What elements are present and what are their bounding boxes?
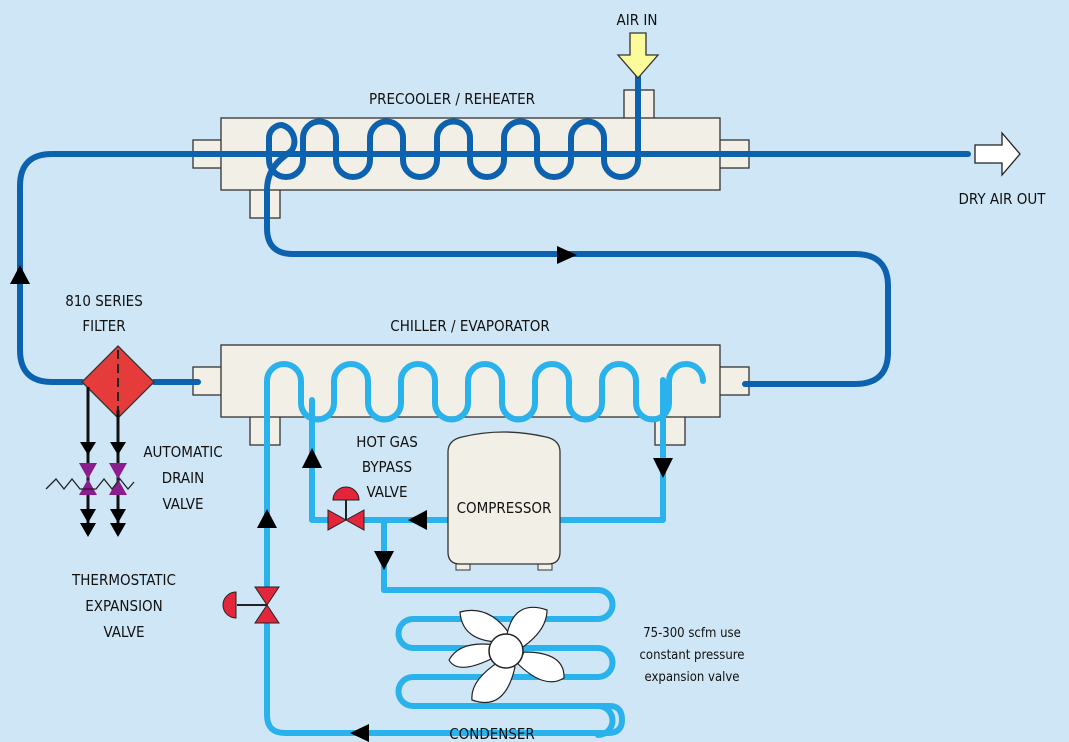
compressor [447, 431, 561, 571]
arrow-down-icon [653, 458, 673, 478]
filter-label-line1: 810 SERIES [65, 292, 143, 310]
precooler-coil [264, 105, 891, 387]
dry-air-out-label: DRY AIR OUT [959, 190, 1047, 208]
tev-label-line2: EXPANSION [85, 597, 163, 615]
thermostatic-expansion-valve [222, 586, 280, 624]
arrow-left-icon [350, 724, 369, 742]
automatic-drain-valve [45, 387, 135, 537]
filter-icon [81, 345, 155, 419]
tev-label-line1: THERMOSTATIC [71, 571, 176, 589]
arrow-right-icon [974, 131, 1021, 177]
drain-label-line2: DRAIN [162, 469, 204, 487]
arrow-up-icon [10, 265, 30, 284]
air-in-label: AIR IN [617, 11, 658, 29]
drain-label-line3: VALVE [162, 495, 203, 513]
arrow-left-icon [408, 510, 427, 530]
arrow-down-icon [374, 551, 394, 570]
tev-label-line3: VALVE [103, 623, 144, 641]
arrow-down-icon [616, 32, 660, 79]
fan-icon [448, 606, 565, 704]
arrow-up-icon [302, 448, 322, 468]
flow-arrows [10, 246, 673, 742]
note-line2: constant pressure [639, 648, 744, 663]
hot-gas-bypass-valve [327, 486, 365, 531]
hot-gas-label-line1: HOT GAS [356, 433, 418, 451]
arrow-right-icon [557, 246, 577, 264]
arrow-up-icon [257, 509, 277, 528]
labels: AIR IN PRECOOLER / REHEATER DRY AIR OUT … [65, 11, 1046, 742]
precooler-label: PRECOOLER / REHEATER [369, 90, 535, 108]
compressor-label: COMPRESSOR [457, 499, 552, 517]
condenser-label: CONDENSER [449, 725, 535, 742]
drain-label-line1: AUTOMATIC [143, 443, 222, 461]
chiller-label: CHILLER / EVAPORATOR [390, 317, 549, 335]
chiller-coil [264, 361, 706, 533]
note-line1: 75-300 scfm use [643, 626, 741, 641]
hot-gas-label-line2: BYPASS [362, 458, 412, 476]
note-line3: expansion valve [645, 670, 740, 685]
filter-label-line2: FILTER [82, 317, 125, 335]
hot-gas-label-line3: VALVE [366, 483, 407, 501]
